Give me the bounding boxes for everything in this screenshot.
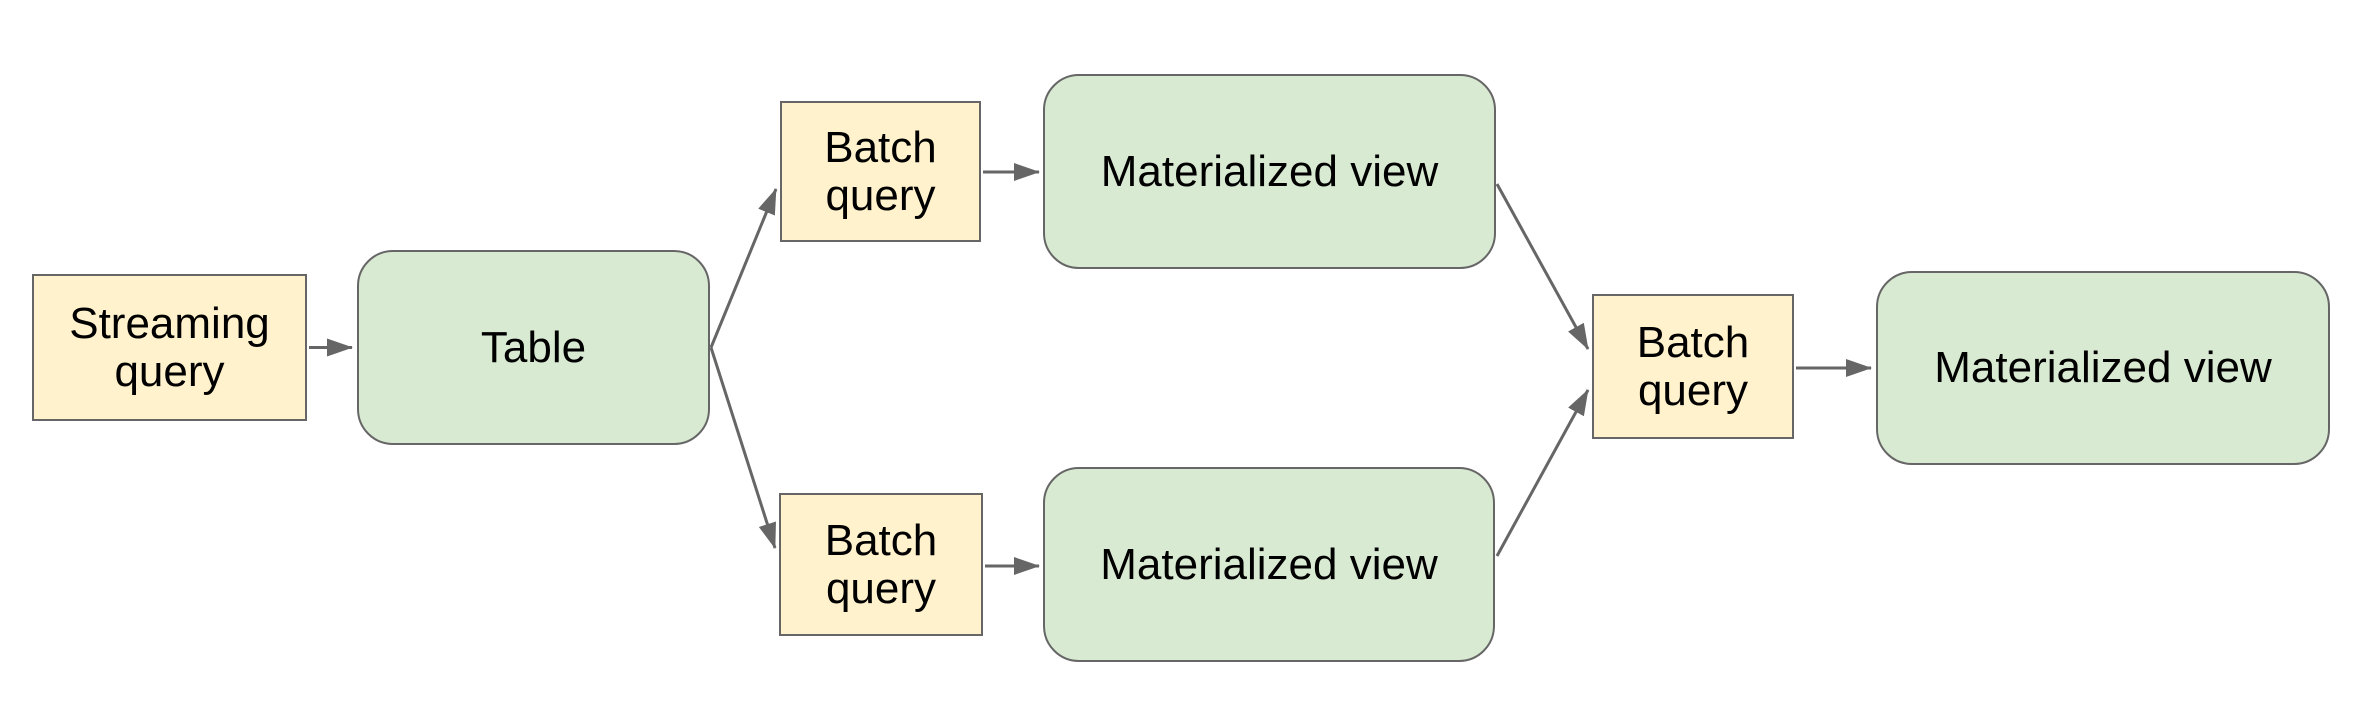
node-materialized-view-top: Materialized view bbox=[1043, 74, 1496, 269]
node-materialized-view-bottom-label: Materialized view bbox=[1100, 539, 1438, 589]
node-batch-query-bottom: Batch query bbox=[779, 493, 983, 636]
node-materialized-view-top-label: Materialized view bbox=[1100, 146, 1439, 196]
node-streaming-query-label: Streaming query bbox=[69, 298, 270, 396]
node-table: Table bbox=[357, 250, 710, 445]
node-batch-query-right-label: Batch query bbox=[1636, 317, 1750, 415]
edge-materialized-view-top-to-batch-query-right-arrow bbox=[1495, 183, 1590, 350]
node-streaming-query: Streaming query bbox=[32, 274, 307, 421]
node-batch-query-top: Batch query bbox=[780, 101, 981, 242]
node-materialized-view-final-label: Materialized view bbox=[1934, 343, 2272, 392]
node-batch-query-right: Batch query bbox=[1592, 294, 1794, 439]
edge-materialized-view-bottom-to-batch-query-right-arrow bbox=[1495, 389, 1590, 557]
node-materialized-view-final: Materialized view bbox=[1876, 271, 2330, 465]
edge-table-to-batch-query-bottom-arrow bbox=[709, 347, 777, 549]
node-materialized-view-bottom: Materialized view bbox=[1043, 467, 1495, 662]
node-table-label: Table bbox=[480, 322, 587, 372]
node-batch-query-top-label: Batch query bbox=[824, 122, 937, 220]
node-batch-query-bottom-label: Batch query bbox=[824, 515, 938, 613]
edge-table-to-batch-query-top-arrow bbox=[709, 188, 778, 349]
